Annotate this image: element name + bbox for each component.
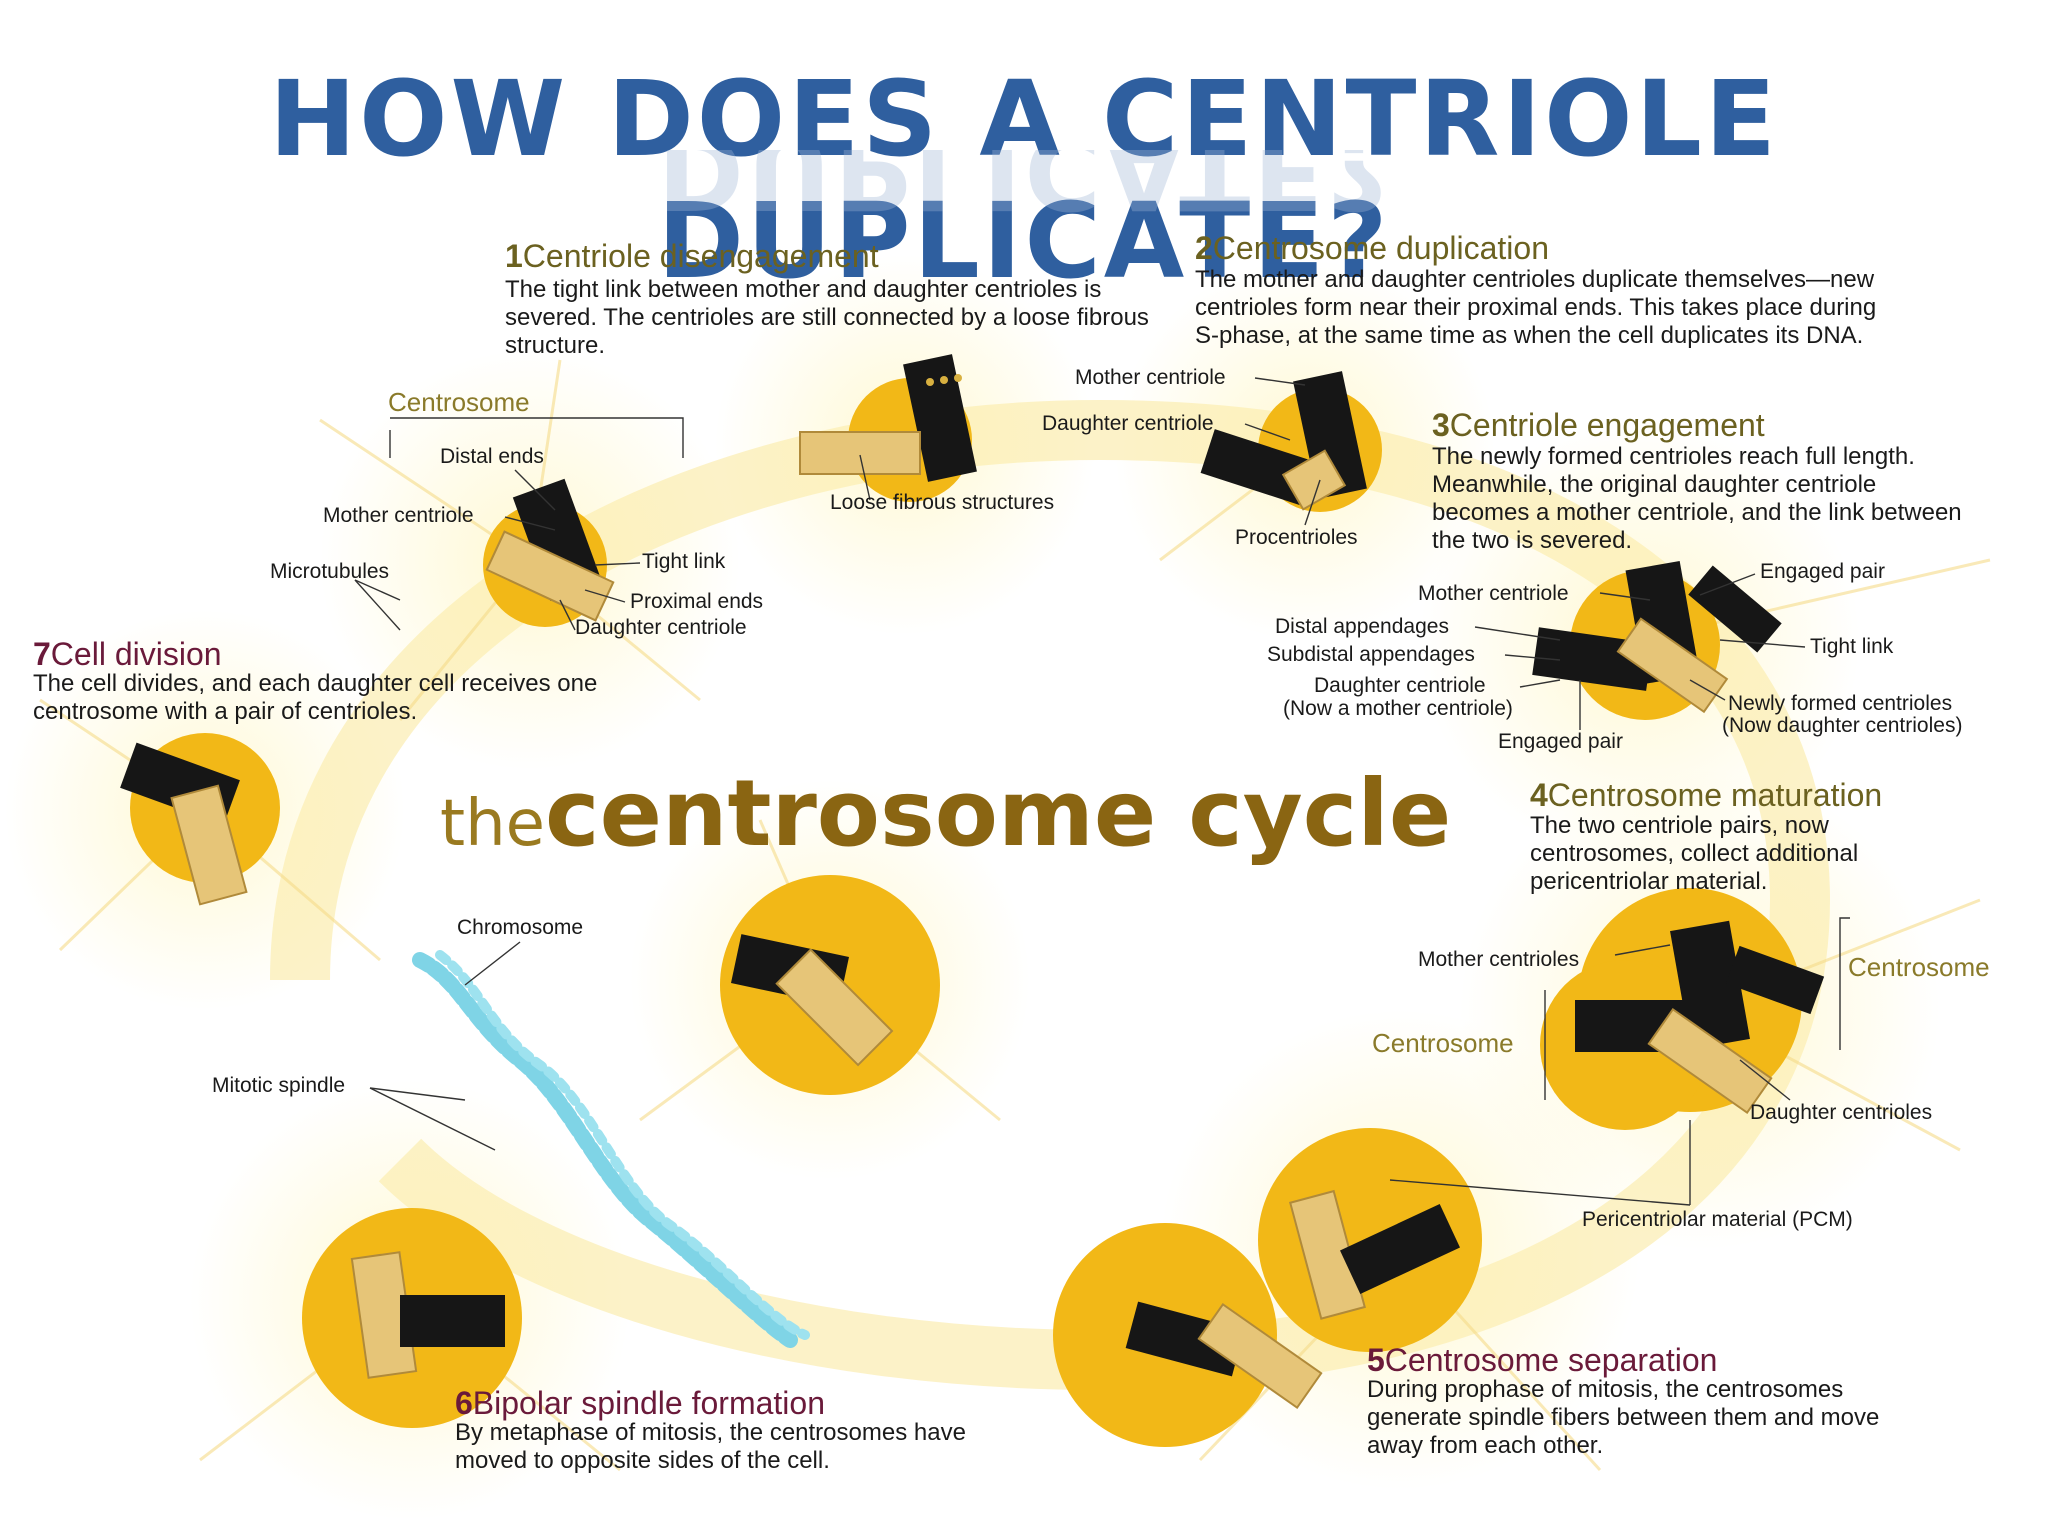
label-mitotic-spindle: Mitotic spindle: [212, 1074, 345, 1098]
label-newly-formed: Newly formed centrioles: [1728, 692, 1952, 716]
step-7-title: Cell division: [51, 636, 222, 672]
step-3-text: The newly formed centrioles reach full l…: [1432, 443, 1972, 555]
label-daughter-centriole-b: Daughter centriole: [1042, 412, 1214, 436]
label-daughter-centriole-a: Daughter centriole: [575, 616, 747, 640]
label-mother-centriole-b: Mother centriole: [1075, 366, 1226, 390]
label-mother-centriole-c: Mother centriole: [1418, 582, 1569, 606]
label-now-mother: (Now a mother centriole): [1283, 697, 1513, 721]
label-distal-ends: Distal ends: [440, 445, 544, 469]
step-6-heading: 6Bipolar spindle formation: [455, 1385, 825, 1421]
label-subdistal-appendages: Subdistal appendages: [1267, 643, 1475, 667]
step-4-text: The two centriole pairs, now centrosomes…: [1530, 812, 1960, 896]
step-2-text: The mother and daughter centrioles dupli…: [1195, 266, 1895, 350]
centrosome-center: [720, 875, 940, 1095]
step-6-number: 6: [455, 1385, 473, 1421]
label-proximal-ends: Proximal ends: [630, 590, 763, 614]
title-reflection-text: HOW DOES A CENTRIOLE DUPLICATE?: [0, 150, 2048, 220]
label-tight-link-a: Tight link: [642, 550, 725, 574]
label-procentrioles: Procentrioles: [1235, 526, 1358, 550]
label-centrosome-right: Centrosome: [1848, 955, 1990, 979]
step-2-heading: 2Centrosome duplication: [1195, 230, 1549, 266]
label-daughter-centrioles: Daughter centrioles: [1750, 1101, 1932, 1125]
label-chromosome: Chromosome: [457, 916, 583, 940]
step-4-heading: 4Centrosome maturation: [1530, 777, 1882, 813]
label-microtubules: Microtubules: [270, 560, 389, 584]
step-5-text: During prophase of mitosis, the centroso…: [1367, 1376, 1937, 1460]
step-1-title: Centriole disengagement: [523, 238, 879, 274]
step-1-number: 1: [505, 238, 523, 274]
step-4-number: 4: [1530, 777, 1548, 813]
step-2-number: 2: [1195, 230, 1213, 266]
label-engaged-pair-top: Engaged pair: [1760, 560, 1885, 584]
step-7-heading: 7Cell division: [33, 636, 222, 672]
label-pcm: Pericentriolar material (PCM): [1582, 1208, 1853, 1232]
label-centrosome-bracket: Centrosome: [388, 390, 530, 414]
step-7-number: 7: [33, 636, 51, 672]
step-3-number: 3: [1432, 407, 1450, 443]
step-3-heading: 3Centriole engagement: [1432, 407, 1765, 443]
label-tight-link-b: Tight link: [1810, 635, 1893, 659]
cycle-title-prefix: the: [440, 787, 545, 861]
label-now-daughter: (Now daughter centrioles): [1722, 714, 1962, 738]
label-mother-centrioles: Mother centrioles: [1418, 948, 1579, 972]
step-5-title: Centrosome separation: [1385, 1342, 1718, 1378]
step-2-title: Centrosome duplication: [1213, 230, 1549, 266]
label-distal-appendages: Distal appendages: [1275, 615, 1449, 639]
label-centrosome-left: Centrosome: [1372, 1031, 1514, 1055]
label-mother-centriole-a: Mother centriole: [323, 504, 474, 528]
step-1-text: The tight link between mother and daught…: [505, 276, 1165, 360]
step-4-title: Centrosome maturation: [1548, 777, 1882, 813]
label-loose-fibrous: Loose fibrous structures: [830, 491, 1054, 515]
step-5-number: 5: [1367, 1342, 1385, 1378]
step-7-text: The cell divides, and each daughter cell…: [33, 670, 653, 726]
cycle-title-main: centrosome cycle: [545, 760, 1451, 867]
step-6-text: By metaphase of mitosis, the centrosomes…: [455, 1419, 1015, 1475]
step-6-title: Bipolar spindle formation: [473, 1385, 825, 1421]
step-5-heading: 5Centrosome separation: [1367, 1342, 1717, 1378]
title-reflection: HOW DOES A CENTRIOLE DUPLICATE?: [0, 150, 2048, 220]
label-daughter-centriole-c: Daughter centriole: [1314, 674, 1486, 698]
label-engaged-pair-bottom: Engaged pair: [1498, 730, 1623, 754]
cycle-title: thecentrosome cycle: [440, 760, 1451, 867]
step-3-title: Centriole engagement: [1450, 407, 1765, 443]
step-1-heading: 1Centriole disengagement: [505, 238, 879, 274]
